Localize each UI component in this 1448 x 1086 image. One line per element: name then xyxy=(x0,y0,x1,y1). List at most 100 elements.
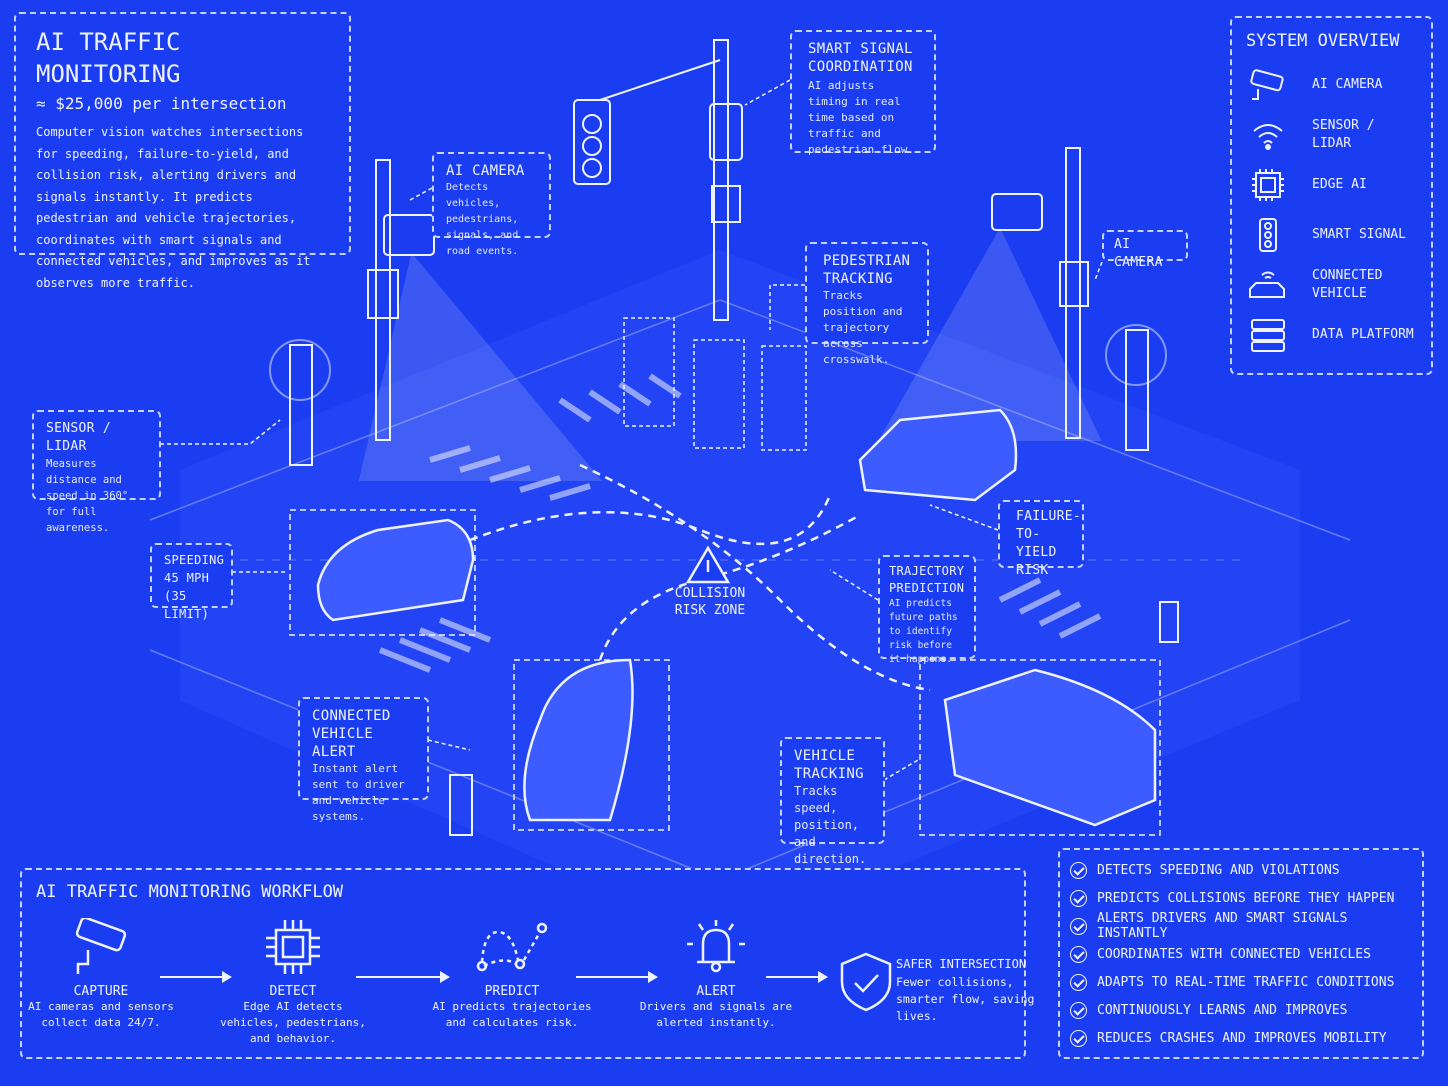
benefit-text: PREDICTS COLLISIONS BEFORE THEY HAPPEN xyxy=(1097,890,1395,906)
step-text: Edge AI detects vehicles, pedestrians, a… xyxy=(220,1000,366,1045)
system-item-connected-vehicle: CONNECTED VEHICLE xyxy=(1246,260,1417,310)
workflow-panel: AI TRAFFIC MONITORING WORKFLOW CAPTURE A… xyxy=(20,868,1034,1059)
workflow-outcome: SAFER INTERSECTION Fewer collisions, sma… xyxy=(896,954,1036,1025)
system-item-edge-ai: EDGE AI xyxy=(1246,160,1417,210)
callout-title: CONNECTED VEHICLE ALERT xyxy=(312,708,391,760)
system-item-smart-signal: SMART SIGNAL xyxy=(1246,210,1417,260)
chip-icon xyxy=(266,920,320,974)
benefit-text: COORDINATES WITH CONNECTED VEHICLES xyxy=(1097,946,1371,962)
bell-icon xyxy=(687,920,745,973)
callout-title: SENSOR / LIDAR xyxy=(46,421,112,454)
pole-left xyxy=(358,159,603,481)
check-circle-icon xyxy=(1070,945,1087,963)
connected-car-icon xyxy=(1249,271,1285,298)
benefit-item: DETECTS SPEEDING AND VIOLATIONS xyxy=(1070,856,1412,884)
system-item-sensor-lidar: SENSOR / LIDAR xyxy=(1246,110,1417,160)
callout-title: SMART SIGNAL COORDINATION xyxy=(808,41,913,75)
workflow-step-capture: CAPTURE AI cameras and sensors collect d… xyxy=(21,918,181,1031)
callout-title: VEHICLE TRACKING xyxy=(794,748,864,782)
callout-text: Detects vehicles, pedestrians, signals, … xyxy=(446,182,519,257)
callout-text: AI adjusts timing in real time based on … xyxy=(808,79,914,156)
callout-sensor-lidar: SENSOR / LIDAR Measures distance and spe… xyxy=(32,410,161,534)
crosswalks xyxy=(378,373,1102,673)
callout-smart-signal: SMART SIGNAL COORDINATION AI adjusts tim… xyxy=(790,30,936,156)
callout-ai-camera-left: AI CAMERA Detects vehicles, pedestrians,… xyxy=(432,152,551,257)
camera-icon xyxy=(75,918,127,974)
label: EDGE AI xyxy=(1312,177,1367,192)
label: SMART SIGNAL xyxy=(1312,227,1406,242)
step-text: Drivers and signals are alerted instantl… xyxy=(639,1000,793,1029)
trajectory-icon xyxy=(476,922,548,972)
pole-center xyxy=(573,39,743,321)
benefit-text: DETECTS SPEEDING AND VIOLATIONS xyxy=(1097,862,1340,878)
callout-ai-camera-right: AI CAMERA xyxy=(1102,230,1188,270)
step-title: DETECT xyxy=(269,984,317,999)
intro-description: Computer vision watches intersections fo… xyxy=(36,125,311,290)
label: SENSOR / LIDAR xyxy=(1312,118,1375,151)
benefit-item: ADAPTS TO REAL-TIME TRAFFIC CONDITIONS xyxy=(1070,968,1412,996)
benefit-text: CONTINUOUSLY LEARNS AND IMPROVES xyxy=(1097,1002,1348,1018)
callout-title: FAILURE-TO-YIELD RISK xyxy=(1016,509,1082,578)
workflow-title: AI TRAFFIC MONITORING WORKFLOW xyxy=(36,882,344,902)
callout-pedestrian-tracking: PEDESTRIAN TRACKING Tracks position and … xyxy=(805,242,929,366)
check-circle-icon xyxy=(1070,1029,1087,1047)
page-title: AI TRAFFIC MONITORING xyxy=(36,28,181,88)
benefit-text: ADAPTS TO REAL-TIME TRAFFIC CONDITIONS xyxy=(1097,974,1395,990)
benefit-item: PREDICTS COLLISIONS BEFORE THEY HAPPEN xyxy=(1070,884,1412,912)
step-text: AI predicts trajectories and calculates … xyxy=(432,1000,592,1029)
benefits-panel: DETECTS SPEEDING AND VIOLATIONS PREDICTS… xyxy=(1058,848,1424,1059)
server-icon xyxy=(1251,319,1285,352)
label: AI CAMERA xyxy=(1312,77,1383,92)
benefit-item: ALERTS DRIVERS AND SMART SIGNALS INSTANT… xyxy=(1070,911,1412,941)
arrow-icon xyxy=(356,971,450,983)
vehicles xyxy=(289,408,1161,836)
pedestrian-boxes xyxy=(623,317,807,451)
callout-title: AI CAMERA xyxy=(446,163,525,179)
workflow-step-predict: PREDICT AI predicts trajectories and cal… xyxy=(432,918,592,1031)
check-circle-icon xyxy=(1070,973,1087,991)
callout-trajectory-prediction: TRAJECTORY PREDICTION AI predicts future… xyxy=(878,555,976,665)
lidar-sensors xyxy=(269,324,1179,836)
collision-risk-zone-label: COLLISION RISK ZONE xyxy=(674,586,746,618)
label: CONNECTED VEHICLE xyxy=(1312,268,1383,301)
arrow-icon xyxy=(766,971,828,983)
outcome-text: Fewer collisions, smarter flow, saving l… xyxy=(896,975,1035,1023)
callout-title: PEDESTRIAN TRACKING xyxy=(823,253,911,287)
callout-title: TRAJECTORY PREDICTION xyxy=(889,564,965,595)
system-item-ai-camera: AI CAMERA xyxy=(1246,60,1417,110)
callout-vehicle-tracking: VEHICLE TRACKING Tracks speed, position,… xyxy=(780,737,885,866)
warning-triangle-icon xyxy=(685,545,731,584)
step-title: CAPTURE xyxy=(73,984,129,999)
step-title: ALERT xyxy=(696,984,736,999)
check-circle-icon xyxy=(1070,889,1087,907)
check-circle-icon xyxy=(1070,917,1087,935)
callout-text: AI predicts future paths to identify ris… xyxy=(889,598,958,665)
workflow-step-alert: ALERT Drivers and signals are alerted in… xyxy=(636,918,796,1031)
callout-speeding: SPEEDING 45 MPH (35 LIMIT) xyxy=(150,543,233,621)
callout-text: Tracks position and trajectory across cr… xyxy=(823,289,903,366)
intro-panel: AI TRAFFIC MONITORING ≈ $25,000 per inte… xyxy=(14,12,351,290)
step-title: PREDICT xyxy=(484,984,540,999)
arrow-icon xyxy=(576,971,658,983)
system-item-data-platform: DATA PLATFORM xyxy=(1246,310,1417,360)
shield-check-icon xyxy=(840,952,892,1012)
outcome-title: SAFER INTERSECTION xyxy=(896,957,1027,971)
system-overview-panel: SYSTEM OVERVIEW AI CAMERA SENSOR / LIDAR… xyxy=(1230,16,1433,375)
trajectory-paths xyxy=(469,463,931,692)
chip-icon xyxy=(1252,169,1284,201)
benefit-item: REDUCES CRASHES AND IMPROVES MOBILITY xyxy=(1070,1024,1412,1052)
check-circle-icon xyxy=(1070,861,1087,879)
callout-text: Instant alert sent to driver and vehicle… xyxy=(312,762,405,823)
traffic-light-icon xyxy=(1259,218,1277,252)
workflow-step-detect: DETECT Edge AI detects vehicles, pedestr… xyxy=(213,918,373,1047)
callout-failure-to-yield: FAILURE-TO-YIELD RISK xyxy=(998,500,1084,578)
check-circle-icon xyxy=(1070,1001,1087,1019)
callout-text: Tracks speed, position, and direction. xyxy=(794,784,867,866)
camera-icon xyxy=(1250,69,1284,100)
step-text: AI cameras and sensors collect data 24/7… xyxy=(28,1000,174,1029)
benefit-text: REDUCES CRASHES AND IMPROVES MOBILITY xyxy=(1097,1030,1387,1046)
callout-title: SPEEDING 45 MPH (35 LIMIT) xyxy=(164,553,225,621)
label: DATA PLATFORM xyxy=(1312,327,1414,342)
price: ≈ $25,000 per intersection xyxy=(36,94,287,113)
